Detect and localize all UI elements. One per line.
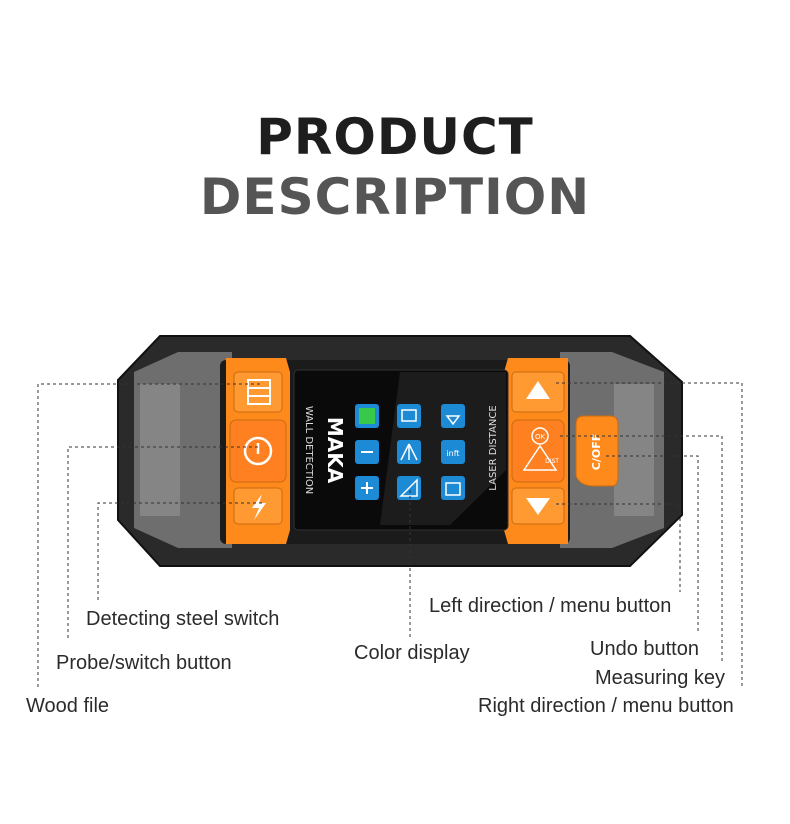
right-grey-highlight: [614, 384, 654, 516]
label-probe-switch-button: Probe/switch button: [56, 652, 232, 674]
triangle-up-icon: [526, 381, 550, 399]
dist-text: DIST: [545, 458, 559, 465]
tile-9: [441, 476, 465, 500]
heading-line-1: PRODUCT: [256, 108, 534, 166]
label-detecting-steel-switch: Detecting steel switch: [86, 608, 280, 630]
lightning-icon: [252, 494, 266, 520]
measure-icon: [522, 427, 558, 471]
screen-icon-grid: inft: [355, 404, 465, 500]
heading-line-2: DESCRIPTION: [199, 168, 591, 226]
brand-logo: MAKA: [323, 417, 347, 484]
label-wood-file: Wood file: [26, 695, 110, 717]
label-color-display: Color display: [354, 642, 470, 664]
tile-2: [397, 404, 421, 428]
power-icon: [243, 436, 273, 466]
measuring-key: [511, 419, 565, 483]
laser-distance-text: LASER DISTANCE: [488, 405, 499, 490]
ok-text: OK: [535, 433, 546, 441]
label-left-direction-menu: Left direction / menu button: [429, 595, 672, 617]
tile-1-inner: [359, 408, 375, 424]
leader-right-menu: [556, 382, 743, 688]
leader-wood-file: [37, 383, 260, 688]
callout-leaders: [37, 382, 743, 688]
wall-detection-text: WALL DETECTION: [303, 406, 314, 494]
leader-left-menu: [556, 503, 681, 592]
wood-button: [233, 371, 283, 413]
wood-icon: [247, 379, 271, 405]
cancel-text: C/OFF: [590, 434, 603, 470]
left-grey-highlight: [140, 384, 180, 516]
leader-undo: [606, 455, 699, 634]
svg-text:inft: inft: [446, 449, 459, 458]
leader-steel-switch: [97, 502, 262, 600]
label-right-direction-menu: Right direction / menu button: [478, 695, 734, 717]
label-measuring-key: Measuring key: [595, 667, 726, 689]
label-undo-button: Undo button: [590, 638, 699, 660]
leader-measuring: [560, 435, 723, 664]
tile-6: [441, 440, 465, 464]
leader-probe-switch: [67, 446, 258, 640]
triangle-down-icon: [526, 498, 550, 515]
undo-button: [575, 415, 619, 487]
